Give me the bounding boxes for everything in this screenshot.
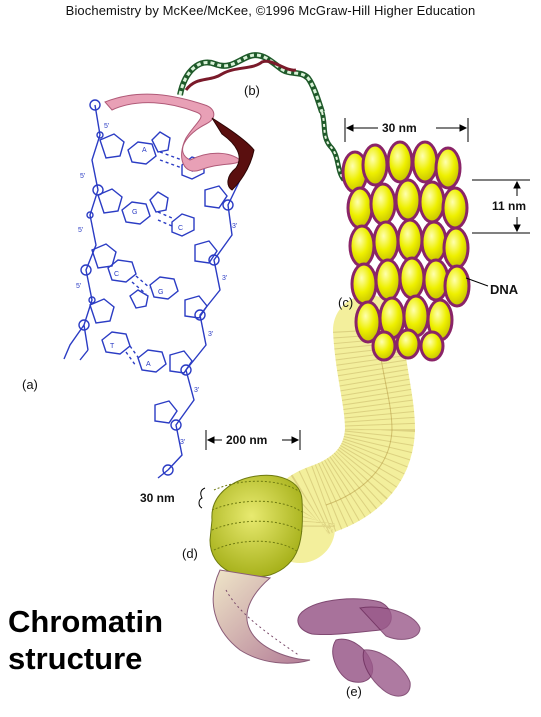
svg-text:G: G: [132, 209, 137, 216]
chromatin-tail: [212, 569, 311, 664]
loop-thickness-label: 30 nm: [140, 491, 175, 505]
chromatin-loop: [209, 474, 303, 578]
chromatin-fiber: [265, 295, 416, 563]
panel-label-a: (a): [22, 377, 38, 392]
loop-width-label: 200 nm: [226, 433, 268, 447]
svg-text:3': 3': [194, 387, 199, 394]
panel-label-c: (c): [338, 295, 354, 310]
nucleosome-stack: [341, 140, 471, 362]
svg-text:5': 5': [104, 123, 109, 130]
svg-text:5': 5': [80, 173, 85, 180]
figure-title-line-1: Chromatin: [8, 604, 163, 639]
double-helix: [104, 52, 347, 191]
chromosome: [297, 598, 421, 697]
dna-chemical-structure: [63, 99, 241, 479]
svg-text:C: C: [178, 225, 183, 232]
svg-text:G: G: [158, 289, 163, 296]
panel-label-d: (d): [182, 546, 198, 561]
svg-text:3': 3': [180, 439, 185, 446]
svg-text:3': 3': [208, 331, 213, 338]
nucleosome-spacing-label: 11 nm: [492, 199, 527, 213]
dimension-lines-d: [198, 430, 301, 509]
svg-text:A: A: [146, 361, 151, 368]
panel-label-e: (e): [346, 684, 362, 699]
panel-label-b: (b): [244, 83, 260, 98]
svg-text:3': 3': [232, 223, 237, 230]
svg-text:T: T: [110, 343, 115, 350]
svg-text:3': 3': [222, 275, 227, 282]
figure-credit: Biochemistry by McKee/McKee, ©1996 McGra…: [65, 3, 476, 18]
dna-label: DNA: [490, 282, 519, 297]
svg-text:A: A: [142, 147, 147, 154]
svg-text:5': 5': [78, 227, 83, 234]
svg-text:C: C: [114, 271, 119, 278]
figure-title-line-2: structure: [8, 641, 143, 676]
dimension-lines-c: [344, 118, 530, 287]
fiber-width-label: 30 nm: [382, 121, 417, 135]
svg-text:5': 5': [76, 283, 81, 290]
